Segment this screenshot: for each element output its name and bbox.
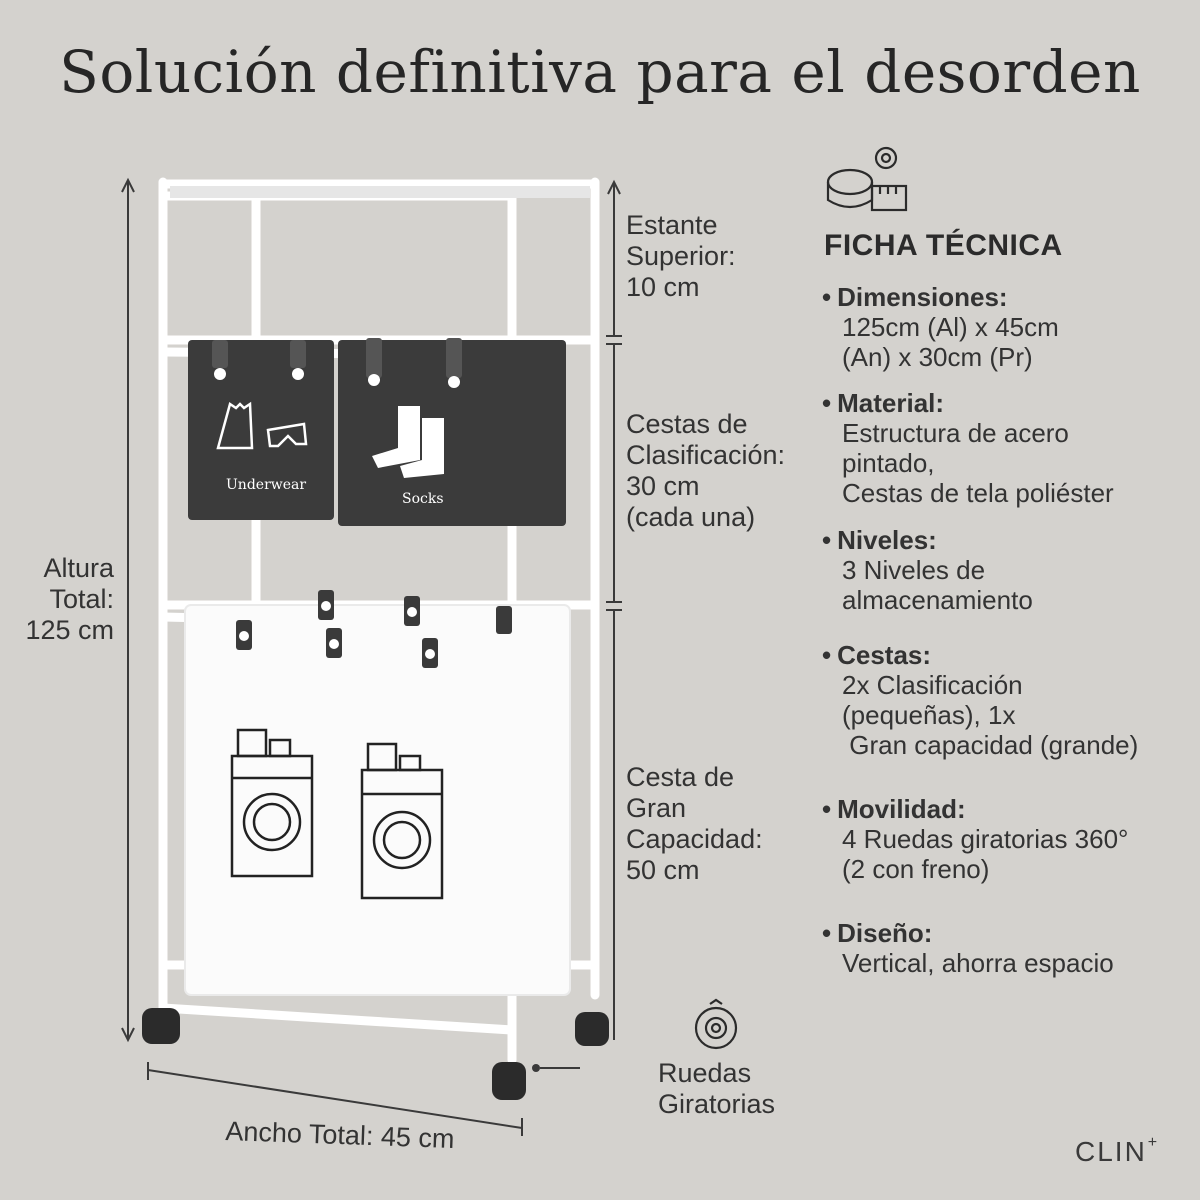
label-altura-total: Altura Total: 125 cm	[25, 553, 114, 645]
washing-machine-icon	[360, 742, 444, 900]
top-shelf	[170, 186, 590, 198]
washing-machine-icon	[230, 728, 314, 878]
large-capacity-basket	[184, 590, 571, 996]
label-estante-superior: Estante Superior: 10 cm	[626, 210, 736, 302]
front-wheels	[142, 1008, 526, 1100]
spec-item-cestas: •Cestas: 2x Clasificación (pequeñas), 1x…	[822, 640, 1139, 760]
page-title: Solución definitiva para el desorden	[59, 38, 1141, 106]
sorting-basket-right	[338, 338, 566, 526]
spec-item-dimensiones: •Dimensiones: 125cm (Al) x 45cm (An) x 3…	[822, 282, 1059, 372]
socks-basket-label: Socks	[402, 491, 444, 507]
underwear-basket-label: Underwear	[226, 477, 307, 493]
spec-item-material: •Material: Estructura de acero pintado, …	[822, 388, 1114, 508]
spec-item-diseno: •Diseño: Vertical, ahorra espacio	[822, 918, 1114, 978]
sorting-basket-left	[188, 340, 334, 520]
right-dimension-lines	[606, 179, 622, 1040]
spec-item-movilidad: •Movilidad: 4 Ruedas giratorias 360° (2 …	[822, 794, 1129, 884]
width-dimension-line	[147, 1062, 523, 1136]
label-cesta-gran-capacidad: Cesta de Gran Capacidad: 50 cm	[626, 762, 763, 885]
height-dimension-line	[121, 177, 135, 1043]
measuring-tape-gear-icon	[826, 146, 908, 212]
spec-sheet-title: FICHA TÉCNICA	[824, 229, 1063, 262]
brand-logo: CLIN+	[1075, 1134, 1160, 1167]
wheel-pointer-dot	[532, 1064, 540, 1072]
label-ruedas-giratorias: Ruedas Giratorias	[658, 1058, 776, 1119]
underwear-icon	[216, 401, 308, 450]
socks-icon	[372, 406, 444, 478]
wheel-icon	[694, 998, 738, 1050]
label-cestas-clasificacion: Cestas de Clasificación: 30 cm (cada una…	[626, 409, 786, 532]
spec-item-niveles: •Niveles: 3 Niveles de almacenamiento	[822, 525, 1033, 615]
